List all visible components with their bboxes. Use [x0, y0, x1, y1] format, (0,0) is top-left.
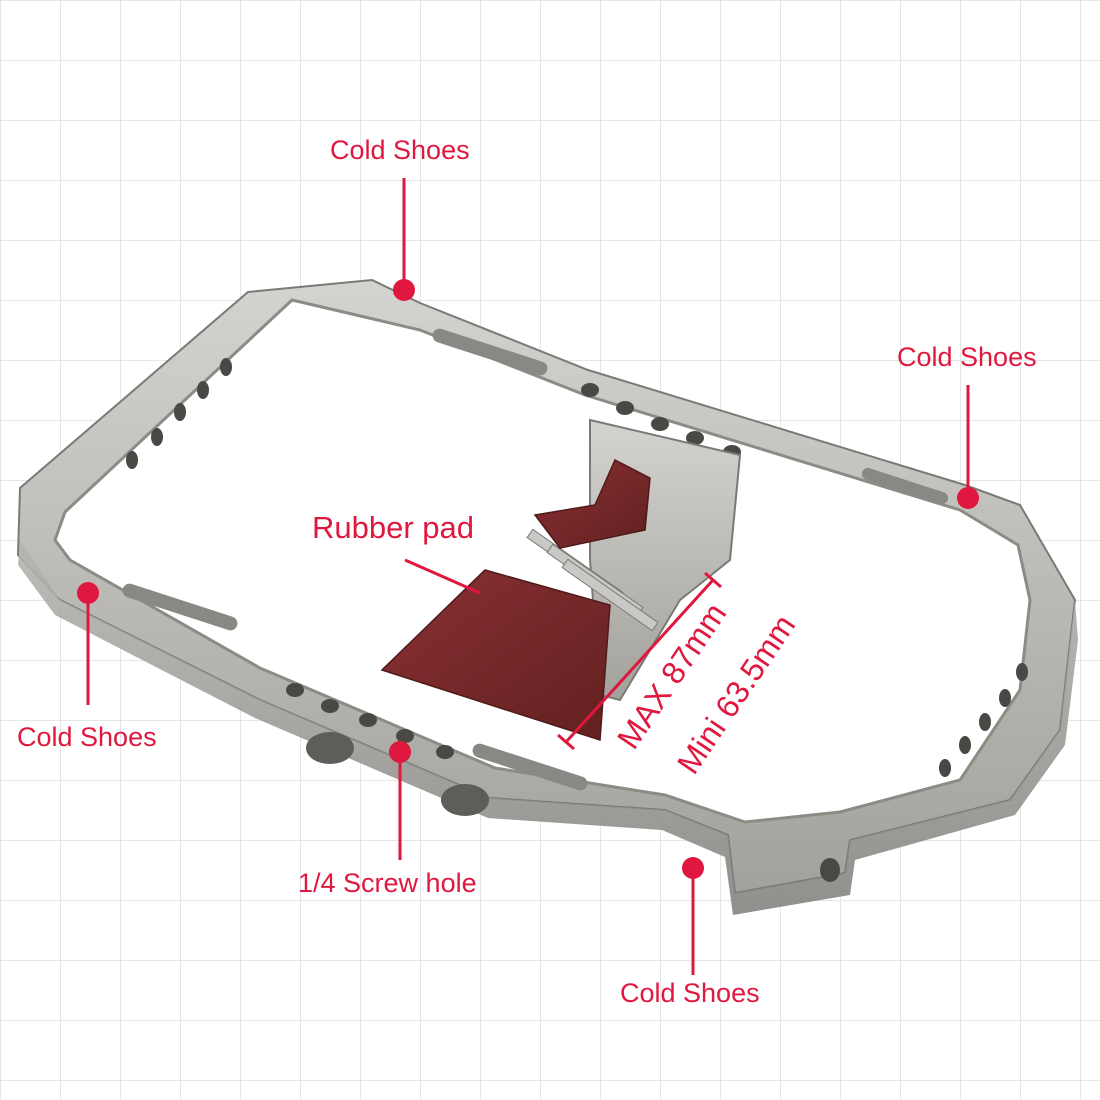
callout-dot-right [957, 487, 979, 509]
callout-dot-bottom [682, 857, 704, 879]
screw-hole-label: 1/4 Screw hole [298, 868, 477, 898]
callout-dot-top [393, 279, 415, 301]
cold-shoes-right-label: Cold Shoes [897, 342, 1037, 372]
rubber-pad-label: Rubber pad [312, 510, 475, 545]
callout-dot-left [77, 582, 99, 604]
cold-shoes-left-label: Cold Shoes [17, 722, 157, 752]
cold-shoes-top-label: Cold Shoes [330, 135, 470, 165]
cold-shoes-bottom-label: Cold Shoes [620, 978, 760, 1008]
callouts [77, 178, 979, 975]
dimension-bracket [557, 571, 722, 751]
callout-dot-screw [389, 741, 411, 763]
